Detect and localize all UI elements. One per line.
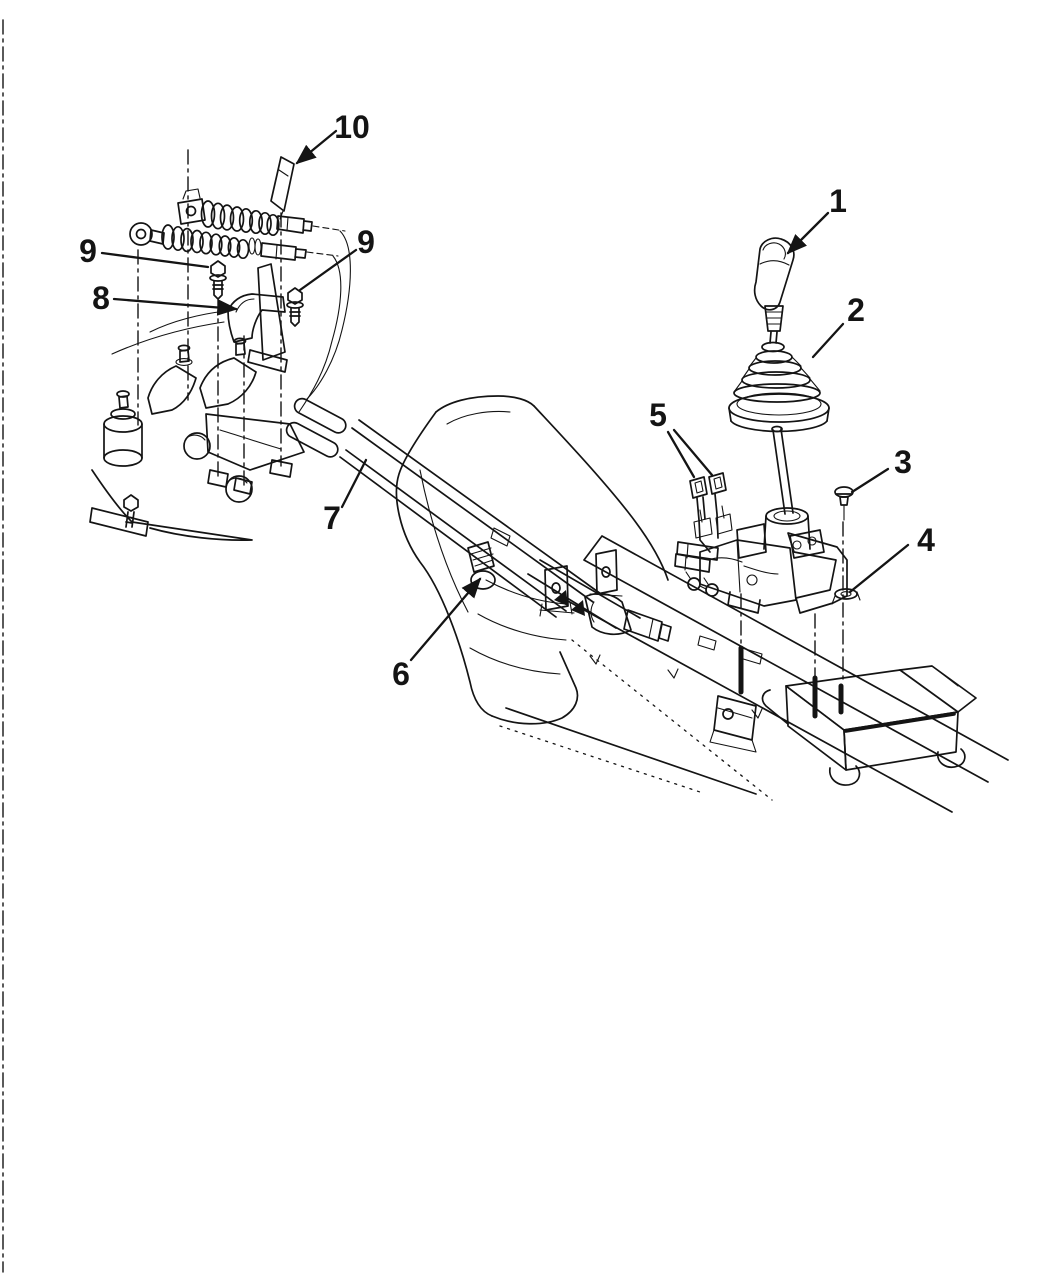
mounting-studs-art xyxy=(738,505,845,719)
shifter-base-art xyxy=(674,505,848,614)
callout-1: 1 xyxy=(829,183,847,219)
callout-6: 6 xyxy=(392,656,410,692)
shift-lever-art xyxy=(771,425,794,515)
shift-cables-art xyxy=(285,397,602,618)
cable-end-cone-art xyxy=(584,592,672,642)
support-box-art xyxy=(709,665,977,786)
bolt-9b-art xyxy=(286,287,304,327)
callout-7: 7 xyxy=(323,500,341,536)
callout-5: 5 xyxy=(649,397,667,433)
upper-shift-cable-art xyxy=(177,188,346,237)
callout-9-right: 9 xyxy=(357,224,375,260)
callout-8: 8 xyxy=(92,280,110,316)
nut-art xyxy=(834,486,854,506)
callout-10: 10 xyxy=(334,109,370,145)
leader-lines xyxy=(100,129,910,662)
callout-4: 4 xyxy=(917,522,935,558)
cable-routing-art xyxy=(298,230,351,413)
floor-console-art xyxy=(395,395,669,725)
bolt-9a-art xyxy=(209,260,227,300)
lower-shift-cable-art xyxy=(129,222,339,261)
callout-3: 3 xyxy=(894,444,912,480)
floor-pan-art xyxy=(499,535,1009,813)
cable-passthrough-brackets xyxy=(539,549,623,617)
cable-clips-art xyxy=(689,472,727,553)
retainer-clip-art xyxy=(270,156,295,220)
gearshift-boot-art xyxy=(728,341,830,433)
gearshift-knob-art xyxy=(753,237,795,344)
washer-art xyxy=(831,588,861,605)
callout-2: 2 xyxy=(847,292,865,328)
transaxle-art xyxy=(89,337,305,541)
callout-labels: 1 2 3 4 5 6 7 8 9 9 10 xyxy=(79,109,935,692)
callout-9-left: 9 xyxy=(79,233,97,269)
